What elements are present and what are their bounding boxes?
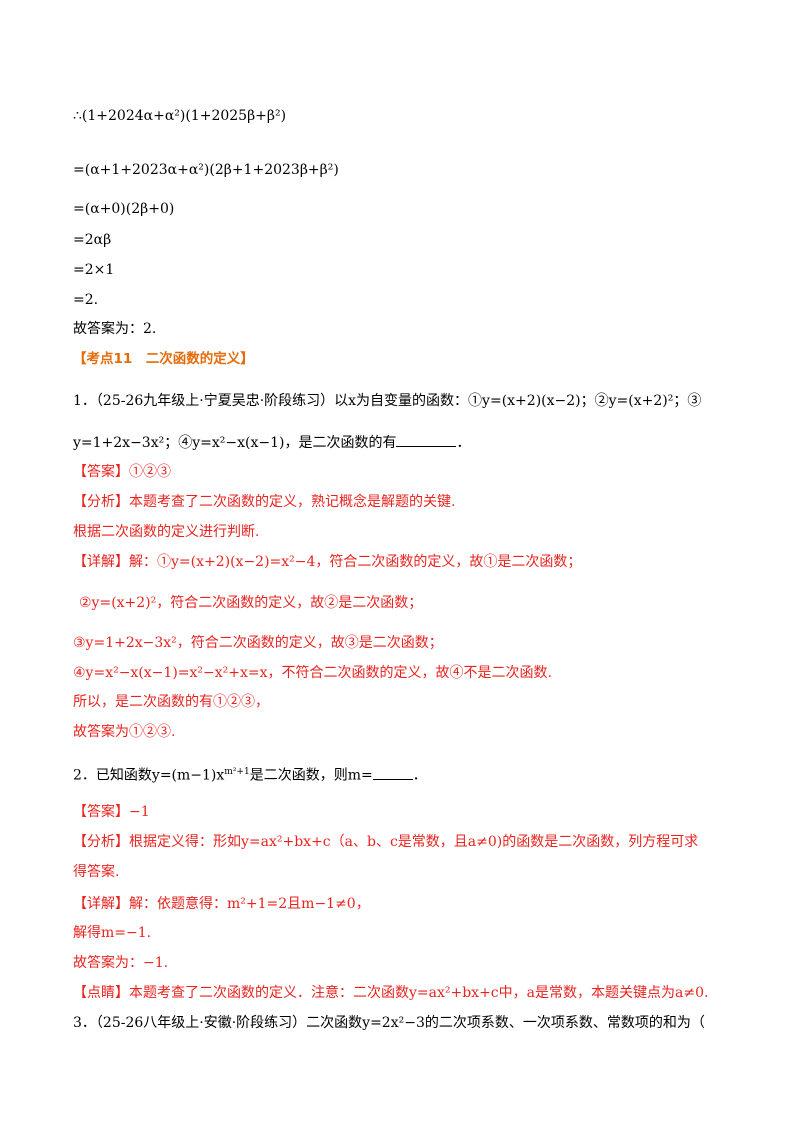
section-title: 【考点11 二次函数的定义】 — [73, 351, 254, 367]
question-1-detail-3: ③y=1+2x−3x²，符合二次函数的定义，故③是二次函数； — [73, 635, 443, 651]
solution-step-5: =2×1 — [73, 262, 115, 278]
question-1-stem-cont: y=1+2x−3x²；④y=x²−x(x−1)，是二次函数的有 ． — [73, 432, 470, 453]
solution-step-1: ∴(1+2024α+α²)(1+2025β+β²) — [73, 108, 287, 124]
question-1-detail-2: ②y=(x+2)²，符合二次函数的定义，故②是二次函数； — [79, 595, 423, 611]
question-1-detail-1: 【详解】解：①y=(x+2)(x−2)=x²−4，符合二次函数的定义，故①是二次… — [73, 554, 582, 570]
solution-step-6: =2. — [73, 292, 99, 308]
question-1-final: 故答案为①②③. — [73, 724, 176, 740]
question-2-final: 故答案为：−1. — [73, 955, 169, 971]
question-2-detail-1: 【详解】解：依题意得：m²+1=2且m−1≠0， — [73, 896, 370, 912]
answer-line: 故答案为：2. — [73, 321, 157, 337]
question-3-stem: 3．（25-26八年级上·安徽·阶段练习）二次函数y=2x²−3的二次项系数、一… — [73, 1015, 705, 1031]
question-2-stem-text: 2．已知函数y=(m−1)x — [73, 767, 225, 784]
question-2-stem-end: ． — [412, 767, 427, 784]
question-2-answer: 【答案】−1 — [73, 804, 150, 820]
solution-step-3: =(α+0)(2β+0) — [73, 201, 175, 217]
question-1-stem-end: ． — [456, 435, 471, 451]
question-1-detail-4: ④y=x²−x(x−1)=x²−x²+x=x，不符合二次函数的定义，故④不是二次… — [73, 665, 552, 681]
question-1-answer: 【答案】①②③ — [73, 464, 171, 480]
question-2-analysis-cont: 得答案. — [73, 864, 120, 880]
answer-blank — [396, 432, 457, 447]
question-1-stem: 1．（25-26九年级上·宁夏吴忠·阶段练习）以x为自变量的函数：①y=(x+2… — [73, 393, 702, 409]
question-2-detail-2: 解得m=−1. — [73, 925, 152, 941]
question-1-analysis-cont: 根据二次函数的定义进行判断. — [73, 524, 260, 540]
question-2-stem-mid: 是二次函数，则m= — [249, 767, 373, 784]
solution-step-2: =(α+1+2023α+α²)(2β+1+2023β+β²) — [73, 162, 339, 178]
question-2-comment: 【点睛】本题考查了二次函数的定义．注意：二次函数y=ax²+bx+c中，a是常数… — [73, 985, 709, 1001]
question-1-stem-text: y=1+2x−3x²；④y=x²−x(x−1)，是二次函数的有 — [73, 435, 397, 451]
solution-step-4: =2αβ — [73, 232, 112, 248]
answer-blank — [372, 765, 413, 780]
question-1-detail-5: 所以，是二次函数的有①②③， — [73, 694, 269, 710]
question-2-exponent: m²+1 — [224, 767, 250, 777]
question-2-stem: 2．已知函数y=(m−1)xm²+1是二次函数，则m= ． — [73, 762, 427, 786]
question-2-analysis: 【分析】根据定义得：形如y=ax²+bx+c（a、b、c是常数，且a≠0)的函数… — [73, 834, 699, 850]
question-1-analysis: 【分析】本题考查了二次函数的定义，熟记概念是解题的关键. — [73, 494, 456, 510]
